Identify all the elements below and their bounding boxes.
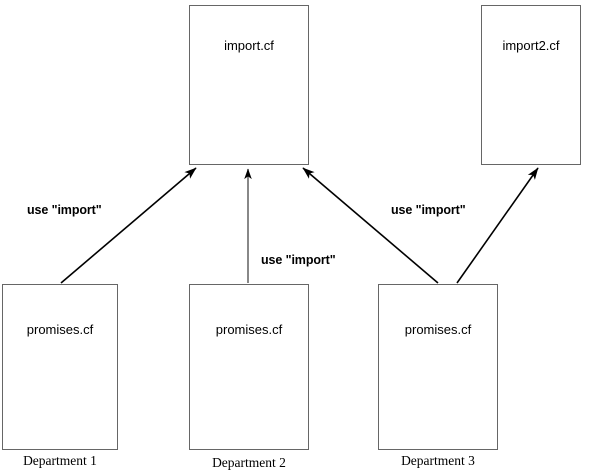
node-import2-cf[interactable]: import2.cf [481,5,581,165]
edge-dept3-import2-line [456,167,539,284]
edge-dept3-import-line [302,167,439,284]
node-label: import.cf [224,38,274,53]
edge-line [456,167,539,284]
edge-label-dept2-import: use "import" [261,253,336,267]
edge-label-dept3-import2: use "import" [391,203,466,217]
node-label: promises.cf [215,322,283,337]
caption-department-3: Department 3 [401,453,475,468]
node-import-cf[interactable]: import.cf [189,5,309,165]
node-label: promises.cf [26,322,94,337]
node-label: import2.cf [502,38,560,53]
edge-line [302,167,439,284]
edge-label-dept1-import: use "import" [27,203,102,217]
node-promises-cf-department-2[interactable]: promises.cf [189,284,309,450]
edge-dept1-import-line [60,167,197,284]
node-label: promises.cf [404,322,472,337]
node-promises-cf-department-3[interactable]: promises.cf [378,284,498,450]
caption-department-1: Department 1 [23,453,97,468]
node-promises-cf-department-1[interactable]: promises.cf [2,284,118,450]
edge-line [60,167,197,284]
caption-department-2: Department 2 [212,455,286,470]
